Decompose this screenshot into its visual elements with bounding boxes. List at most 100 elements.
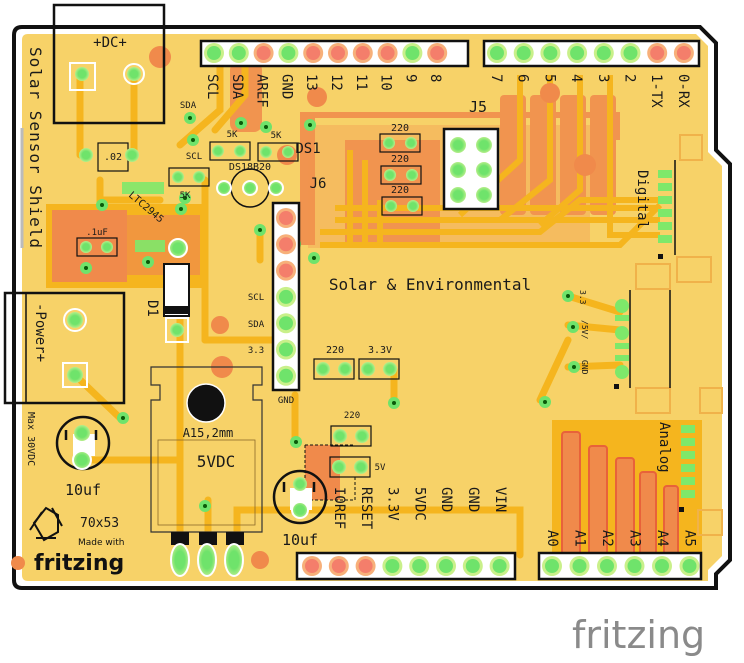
svg-text:A15,2mm: A15,2mm (183, 426, 234, 440)
svg-text:SCL: SCL (248, 293, 264, 303)
header-pin[interactable] (682, 559, 697, 573)
power-label: -Power+ (32, 303, 48, 362)
header-pin[interactable] (355, 46, 370, 60)
pin-label: 3.3V (385, 487, 401, 521)
header-pin[interactable] (281, 46, 296, 60)
header-pin[interactable] (331, 46, 345, 60)
svg-text:.02: .02 (104, 152, 122, 163)
fritzing-logo-icon (29, 506, 63, 542)
header-pin[interactable] (570, 46, 585, 60)
header-pin[interactable] (492, 559, 507, 573)
svg-text:5K: 5K (227, 130, 238, 140)
pin-label: 13 (303, 74, 319, 91)
header-pin[interactable] (596, 46, 611, 60)
brand-label: fritzing (34, 551, 124, 576)
header-pin[interactable] (380, 46, 395, 60)
header-pin[interactable] (306, 46, 321, 60)
pin-label: RESET (358, 487, 374, 530)
board-title: Solar Sensor Shield (26, 47, 45, 249)
grove-digital[interactable]: Digital (634, 134, 712, 283)
header-pin[interactable] (279, 368, 293, 383)
svg-text:220: 220 (391, 123, 409, 134)
header-pin[interactable] (279, 342, 293, 357)
dc-jack[interactable]: +DC+ (52, 3, 166, 125)
header-pin[interactable] (405, 46, 420, 60)
header-pin[interactable] (439, 559, 453, 573)
header-pin[interactable] (207, 46, 221, 60)
header-pin[interactable] (256, 46, 271, 60)
header-pin[interactable] (676, 46, 691, 60)
svg-text:220: 220 (326, 345, 344, 356)
header-pin[interactable] (279, 289, 293, 304)
header-pin[interactable] (465, 559, 480, 573)
pin-label: A5 (682, 530, 698, 547)
svg-text:/5V/: /5V/ (580, 320, 589, 339)
header-pin[interactable] (623, 46, 638, 60)
grove-analog[interactable]: Analog (656, 387, 723, 536)
header-pin[interactable] (358, 559, 373, 573)
analog-label: Analog (656, 422, 672, 473)
svg-text:J5: J5 (469, 98, 487, 116)
pin-label: GND (465, 487, 481, 512)
header-pin[interactable] (655, 559, 669, 573)
regulator-5vdc: A15,2mm 5VDC (150, 366, 263, 577)
watermark-logo: fritzing (572, 613, 705, 657)
header-pin[interactable] (650, 46, 665, 60)
header-pin[interactable] (600, 559, 614, 573)
pin-label: 3 (595, 74, 611, 82)
pin-label: 10 (378, 74, 394, 91)
header-pin[interactable] (279, 237, 293, 252)
svg-text:SDA: SDA (180, 101, 197, 111)
header-pin[interactable] (572, 559, 587, 573)
pin-label: 11 (353, 74, 369, 91)
max-voltage-label: Max 30VDC (25, 412, 36, 466)
svg-text:220: 220 (391, 185, 409, 196)
svg-text:5V: 5V (375, 463, 386, 473)
header-pin[interactable] (385, 559, 400, 573)
header-pin[interactable] (543, 46, 558, 60)
header-pin[interactable] (490, 46, 504, 60)
svg-text:SDA: SDA (248, 320, 265, 330)
svg-text:220: 220 (391, 154, 409, 165)
pin-label: 2 (622, 74, 638, 82)
led-5v-group: 220 5V (304, 411, 386, 501)
grove-power[interactable]: 3.3 /5V/ GND (578, 263, 671, 414)
pin-label: 5VDC (411, 487, 427, 521)
header-pin[interactable] (279, 316, 293, 331)
ds1-label: DS1 (295, 141, 320, 157)
svg-text:5K: 5K (180, 191, 191, 201)
header-pin[interactable] (279, 263, 293, 278)
header-pin[interactable] (331, 559, 346, 573)
svg-text:10uf: 10uf (65, 481, 101, 499)
power-connector[interactable]: -Power+ (3, 291, 126, 405)
header-pin[interactable] (305, 559, 319, 573)
pin-label: 7 (488, 74, 504, 82)
header-pin[interactable] (430, 46, 445, 60)
pin-label: IOREF (331, 487, 347, 529)
digital-label: Digital (634, 170, 650, 229)
svg-text:5VDC: 5VDC (197, 452, 236, 471)
center-label: Solar & Environmental (329, 275, 531, 294)
svg-text:5K: 5K (271, 131, 282, 141)
pin-label: A3 (627, 530, 643, 547)
header-pin[interactable] (231, 46, 246, 60)
pin-label: 4 (568, 74, 584, 82)
pin-label: A1 (572, 530, 588, 547)
j5-connector[interactable]: J5 (442, 98, 500, 211)
dc-pad-1 (75, 67, 89, 81)
header-pin[interactable] (412, 559, 427, 573)
dc-pad-2 (127, 67, 141, 81)
header-pin[interactable] (279, 211, 293, 225)
header-pin[interactable] (627, 559, 642, 573)
header-pin[interactable] (516, 46, 531, 60)
header-pin[interactable] (545, 559, 559, 573)
cap-100nf: .1uF (76, 228, 118, 257)
svg-text:10uf: 10uf (282, 531, 318, 549)
j6-header[interactable]: SCL SDA 3.3 GND (248, 201, 301, 406)
j6-label: J6 (310, 176, 327, 192)
